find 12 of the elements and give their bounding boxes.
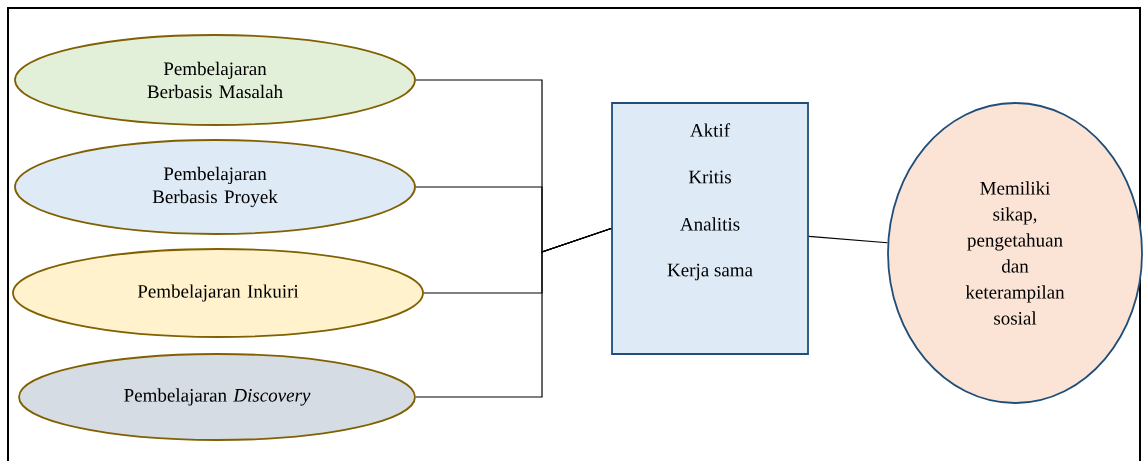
box-label: Aktif xyxy=(690,123,731,137)
oval-node: Memiliki sikap, pengetahuan dan keterampilan sosial xyxy=(887,102,1143,404)
ellipse-node: Pembelajaran Berbasis Proyek xyxy=(14,139,416,235)
box-label: Analitis xyxy=(680,217,740,231)
connector-line xyxy=(415,227,612,398)
ellipse-node: Pembelajaran Berbasis Masalah xyxy=(14,34,416,126)
ellipse-node: Pembelajaran Inkuiri xyxy=(12,248,424,338)
box-label: Kritis xyxy=(688,170,731,184)
connector-line xyxy=(808,235,888,244)
box-label: Kerja sama xyxy=(667,263,753,281)
rectangle-node xyxy=(611,102,809,355)
ellipse-node: Pembelajaran Discovery xyxy=(18,353,416,441)
